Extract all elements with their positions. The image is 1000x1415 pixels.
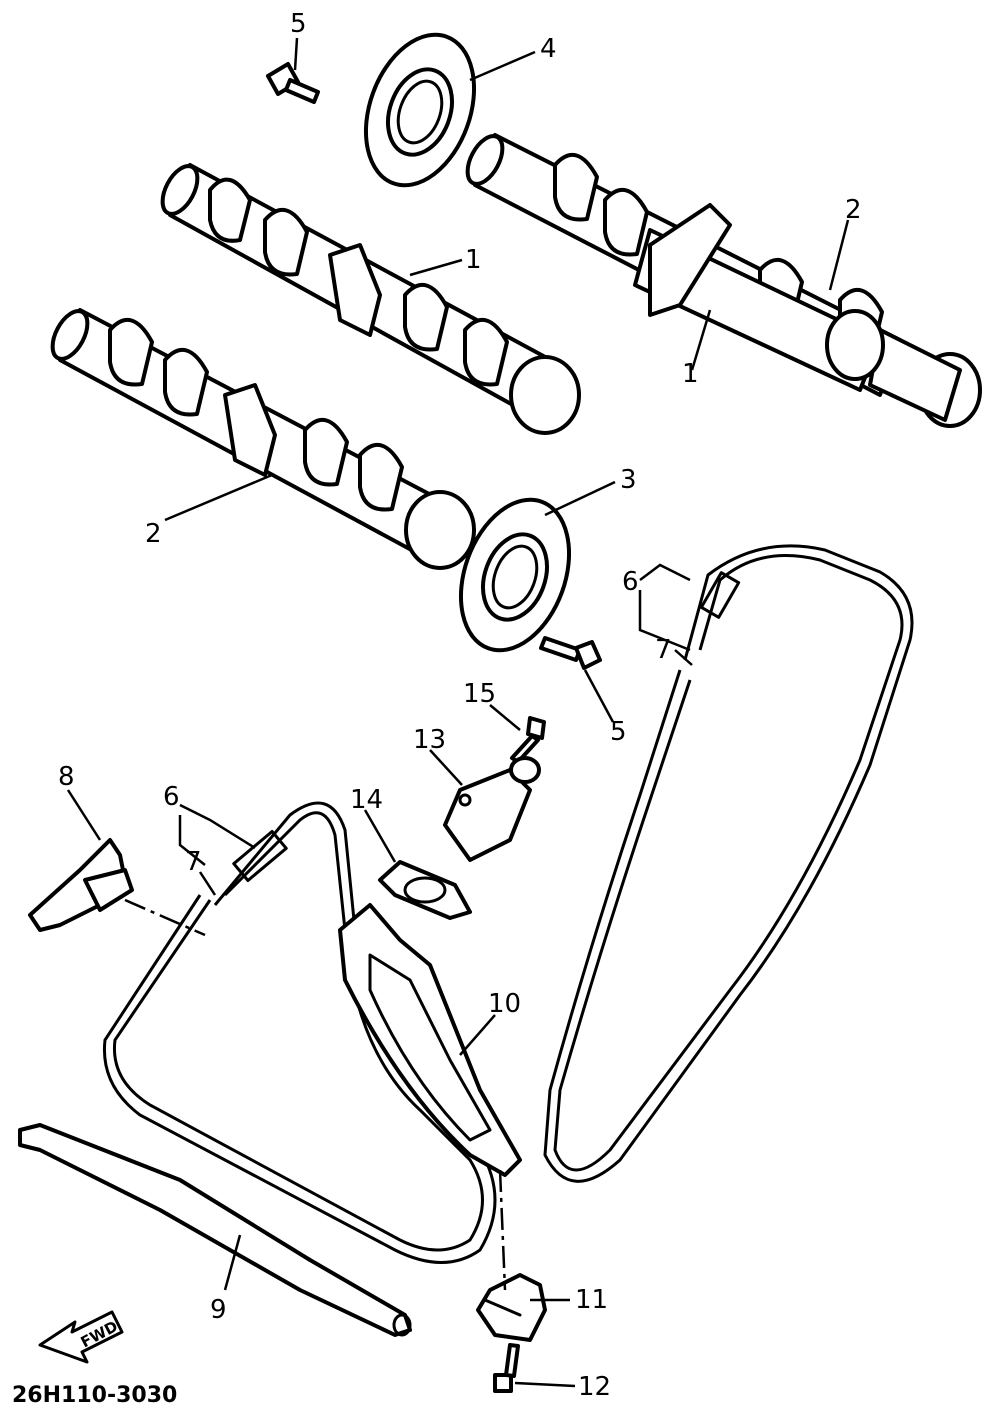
callout-1-right: 1 xyxy=(682,359,699,389)
callout-15: 15 xyxy=(463,679,496,709)
callout-labels: 5 4 1 2 1 2 3 6 7 5 15 13 14 8 6 7 10 9 … xyxy=(58,9,862,1402)
cam-chain-tensioner xyxy=(443,756,541,862)
chain-guide-top xyxy=(28,838,134,932)
callout-13: 13 xyxy=(413,725,446,755)
sprocket-bolt-upper xyxy=(266,62,320,104)
callout-5-top: 5 xyxy=(290,9,307,39)
callout-6-right: 6 xyxy=(622,567,639,597)
callout-14: 14 xyxy=(350,785,383,815)
callout-2-left: 2 xyxy=(145,519,162,549)
callout-5-bottom: 5 xyxy=(610,717,627,747)
callout-9: 9 xyxy=(210,1295,227,1325)
chain-guide-rear xyxy=(338,903,522,1177)
alignment-line-guide-top xyxy=(124,898,206,937)
guide-stopper xyxy=(476,1273,547,1342)
fwd-label: FWD xyxy=(78,1317,121,1351)
cam-chain-right xyxy=(543,544,914,1183)
callout-12: 12 xyxy=(578,1372,611,1402)
camshaft-lower-left xyxy=(50,308,476,570)
forward-arrow-icon: FWD xyxy=(38,1310,124,1364)
callout-11: 11 xyxy=(575,1285,608,1315)
leader-lines xyxy=(66,37,850,1388)
alignment-line-stopper xyxy=(498,1169,507,1291)
cam-sprocket-upper xyxy=(363,32,477,188)
tensioner-gasket xyxy=(378,860,472,920)
camshaft-upper-left xyxy=(160,163,581,435)
callout-4: 4 xyxy=(540,34,557,64)
stopper-bolt xyxy=(493,1343,520,1393)
camshaft-lower-right xyxy=(633,203,885,392)
sprocket-bolt-lower xyxy=(539,636,602,670)
callout-7-left: 7 xyxy=(185,847,202,877)
callout-6-left: 6 xyxy=(163,782,180,812)
callout-8: 8 xyxy=(58,762,75,792)
callout-3: 3 xyxy=(620,465,637,495)
callout-2-right: 2 xyxy=(845,195,862,225)
callout-10: 10 xyxy=(488,989,521,1019)
callout-7-right: 7 xyxy=(655,635,672,665)
chain-guide-front xyxy=(18,1123,412,1337)
tensioner-bolt xyxy=(510,716,546,764)
callout-1-left: 1 xyxy=(465,245,482,275)
cam-sprocket-lower xyxy=(458,497,572,653)
diagram-code: 26H110-3030 xyxy=(12,1383,177,1408)
